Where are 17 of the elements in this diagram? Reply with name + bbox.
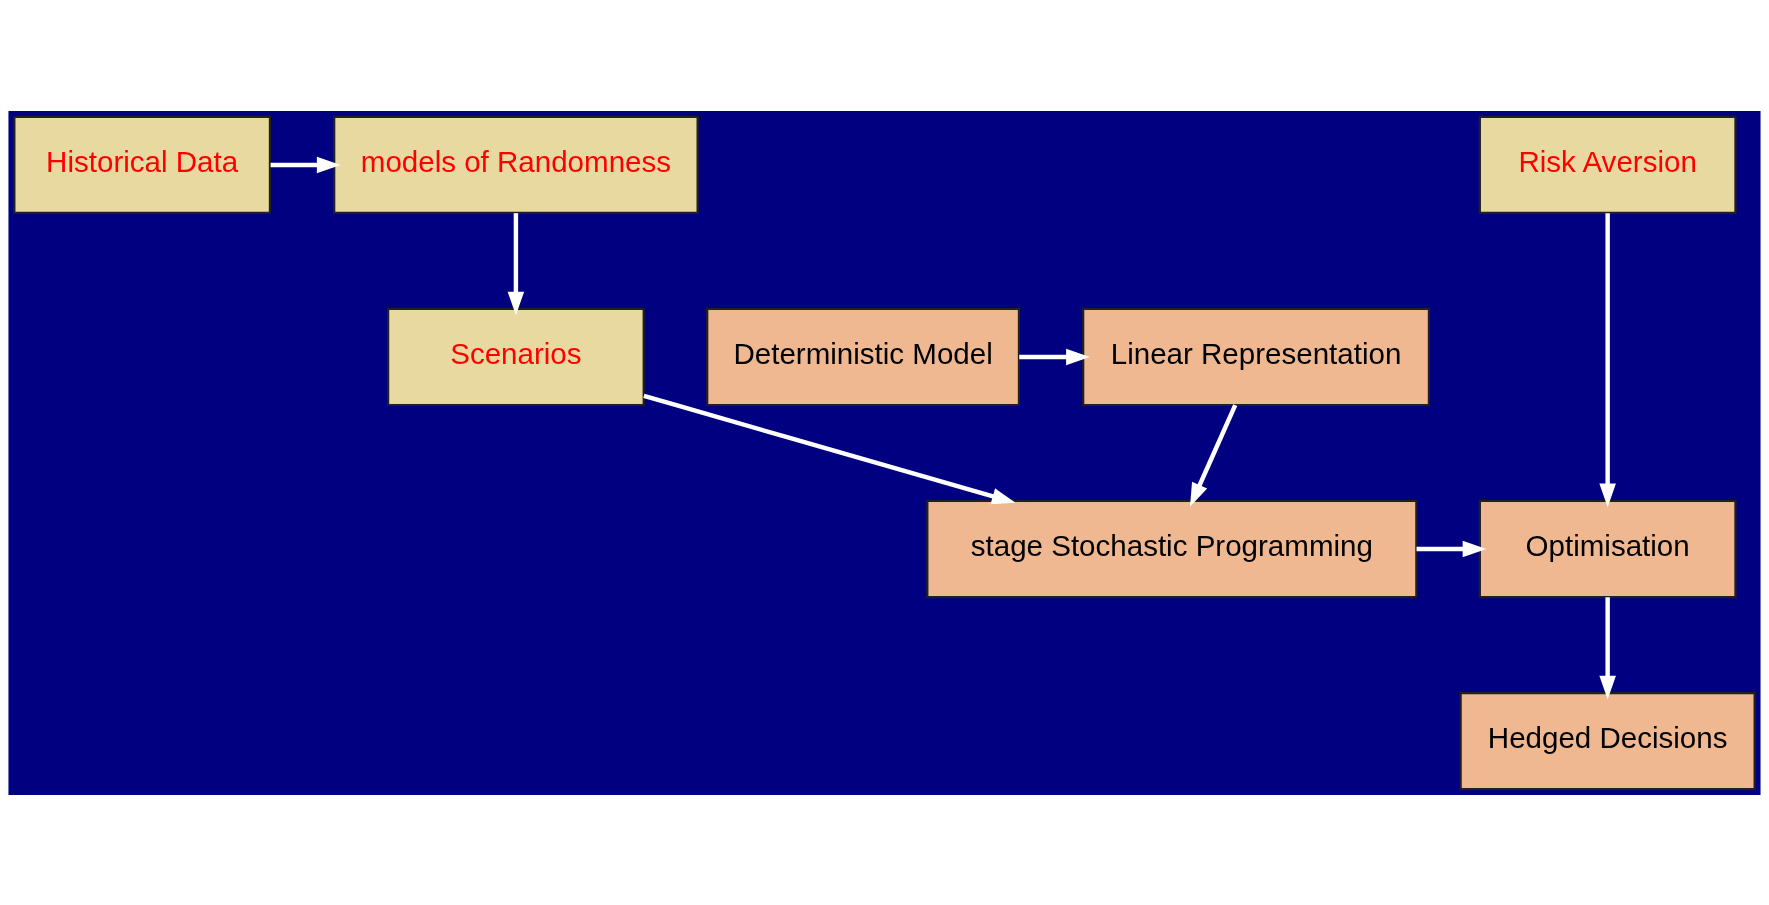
node-box: Linear Representation — [1082, 307, 1430, 406]
arrow — [1599, 596, 1616, 699]
node-box: Risk Aversion — [1478, 115, 1737, 214]
node-box: Scenarios — [387, 307, 645, 406]
arrow — [1190, 403, 1238, 507]
arrow — [643, 393, 1016, 504]
arrow — [1599, 212, 1616, 507]
node-box: Hedged Decisions — [1459, 691, 1756, 790]
node-box: Historical Data — [13, 115, 272, 214]
node-box: Optimisation — [1478, 499, 1737, 598]
node-box: stage Stochastic Programming — [926, 499, 1418, 598]
arrow — [1416, 540, 1487, 557]
arrow — [1019, 348, 1090, 365]
arrow — [507, 212, 525, 315]
node-box: models of Randomness — [333, 115, 699, 214]
node-box: Deterministic Model — [706, 307, 1021, 406]
arrow — [270, 156, 341, 173]
